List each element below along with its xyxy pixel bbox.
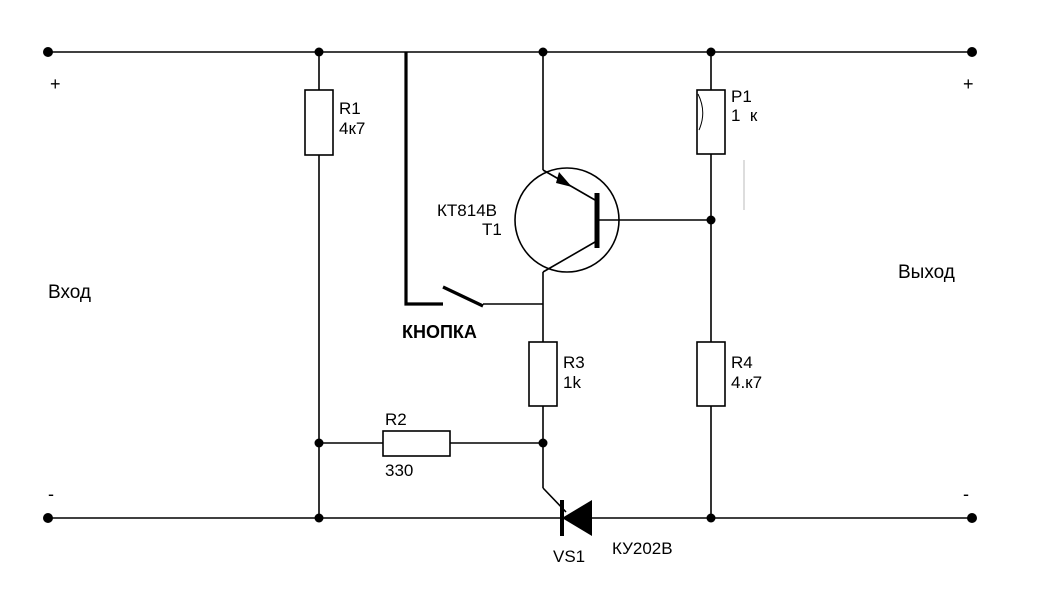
resistor-r2 xyxy=(382,430,451,457)
r2-ref: R2 xyxy=(385,410,407,429)
input-minus-sign: - xyxy=(48,484,54,504)
vs1-type: КУ202В xyxy=(612,539,673,558)
p1-ref: P1 xyxy=(731,87,752,106)
p1-wiper-arc xyxy=(697,93,704,131)
output-label: Выход xyxy=(898,262,955,283)
terminal-out-minus xyxy=(967,513,977,523)
button-label: КНОПКА xyxy=(402,322,477,342)
resistor-r4 xyxy=(696,341,726,407)
r1-ref: R1 xyxy=(339,99,361,118)
terminal-in-minus xyxy=(43,513,53,523)
resistor-r3 xyxy=(528,341,558,407)
t1-ref: T1 xyxy=(482,220,502,239)
t1-type: КТ814В xyxy=(437,201,497,220)
output-minus-sign: - xyxy=(963,484,969,504)
button-contact xyxy=(442,285,484,308)
t1-emitter-arrow-icon xyxy=(556,172,572,187)
output-plus-sign: + xyxy=(963,74,974,94)
input-plus-sign: + xyxy=(50,74,61,94)
r4-value: 4.к7 xyxy=(731,373,762,392)
r4-ref: R4 xyxy=(731,353,753,372)
button-lead xyxy=(404,52,443,306)
vs1-ref: VS1 xyxy=(553,547,585,566)
terminal-out-plus xyxy=(967,47,977,57)
terminal-in-plus xyxy=(43,47,53,57)
vs1-triangle-icon xyxy=(562,500,592,536)
p1-value: 1 к xyxy=(731,106,758,125)
r3-ref: R3 xyxy=(563,353,585,372)
resistor-r1 xyxy=(304,89,334,156)
t1-collector xyxy=(542,241,596,273)
input-label: Вход xyxy=(48,282,91,303)
r3-value: 1k xyxy=(563,373,581,392)
potentiometer-p1 xyxy=(696,89,726,155)
r1-value: 4к7 xyxy=(339,119,365,138)
r2-value: 330 xyxy=(385,461,413,480)
